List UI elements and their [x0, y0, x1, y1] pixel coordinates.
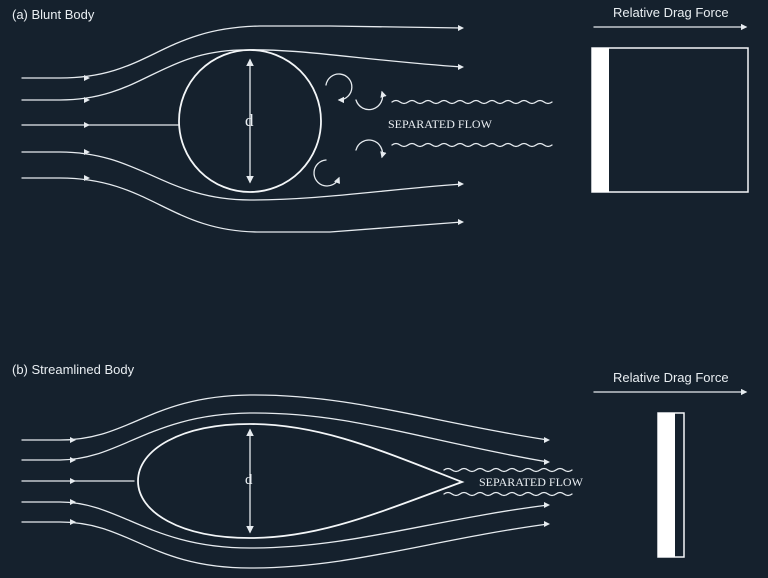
- flow-arrow-icon: [84, 122, 90, 128]
- drag-force-bar: [658, 413, 675, 557]
- drag-force-bar: [592, 48, 609, 192]
- drag-force-title: Relative Drag Force: [613, 370, 729, 385]
- flow-arrow-icon: [544, 437, 550, 443]
- flow-arrow-icon: [458, 219, 464, 225]
- flow-arrow-icon: [84, 97, 90, 103]
- flow-arrow-icon: [84, 149, 90, 155]
- flow-arrow-icon: [70, 437, 76, 443]
- panel-b-title: (b) Streamlined Body: [12, 362, 135, 377]
- flow-arrow-icon: [84, 175, 90, 181]
- wake-wave-line: [391, 142, 553, 148]
- flow-arrow-icon: [458, 25, 464, 31]
- panel-b-streamlines: [21, 394, 550, 569]
- flow-arrow-icon: [84, 75, 90, 81]
- streamline: [21, 394, 549, 441]
- drag-force-title: Relative Drag Force: [613, 5, 729, 20]
- wake-label: SEPARATED FLOW: [479, 475, 584, 489]
- streamline: [21, 177, 463, 233]
- streamlined-body-airfoil: [137, 423, 465, 539]
- diameter-label: d: [245, 472, 253, 488]
- streamline: [21, 412, 549, 463]
- panel-a-blunt-body: (a) Blunt Body d: [12, 5, 749, 233]
- drag-force-box: [591, 47, 749, 193]
- streamline: [21, 521, 549, 569]
- wake-wave-line: [443, 491, 573, 497]
- flow-arrow-icon: [70, 478, 76, 484]
- streamline: [21, 501, 549, 549]
- vortex-icon: [313, 159, 340, 187]
- diameter-label: d: [245, 111, 254, 130]
- vortex-group: [313, 73, 387, 187]
- blunt-body-circle: [178, 49, 322, 193]
- wake-label: SEPARATED FLOW: [388, 117, 493, 131]
- flow-arrow-icon: [70, 457, 76, 463]
- flow-arrow-icon: [544, 521, 550, 527]
- flow-arrow-icon: [544, 459, 550, 465]
- flow-arrow-icon: [70, 499, 76, 505]
- wake-wave-line: [391, 99, 553, 105]
- streamline: [21, 49, 463, 101]
- vortex-icon: [325, 73, 353, 104]
- flow-arrow-icon: [458, 64, 464, 70]
- flow-arrow-icon: [70, 519, 76, 525]
- wake-wave-line: [443, 467, 573, 473]
- panel-a-title: (a) Blunt Body: [12, 7, 95, 22]
- streamline: [21, 151, 463, 201]
- vortex-icon: [355, 139, 387, 159]
- vortex-icon: [355, 90, 387, 111]
- panel-a-streamlines: [21, 25, 464, 233]
- flow-arrow-icon: [458, 181, 464, 187]
- streamline: [21, 25, 463, 79]
- panel-b-streamlined-body: (b) Streamlined Body d SEP: [12, 362, 748, 569]
- flow-arrow-icon: [544, 502, 550, 508]
